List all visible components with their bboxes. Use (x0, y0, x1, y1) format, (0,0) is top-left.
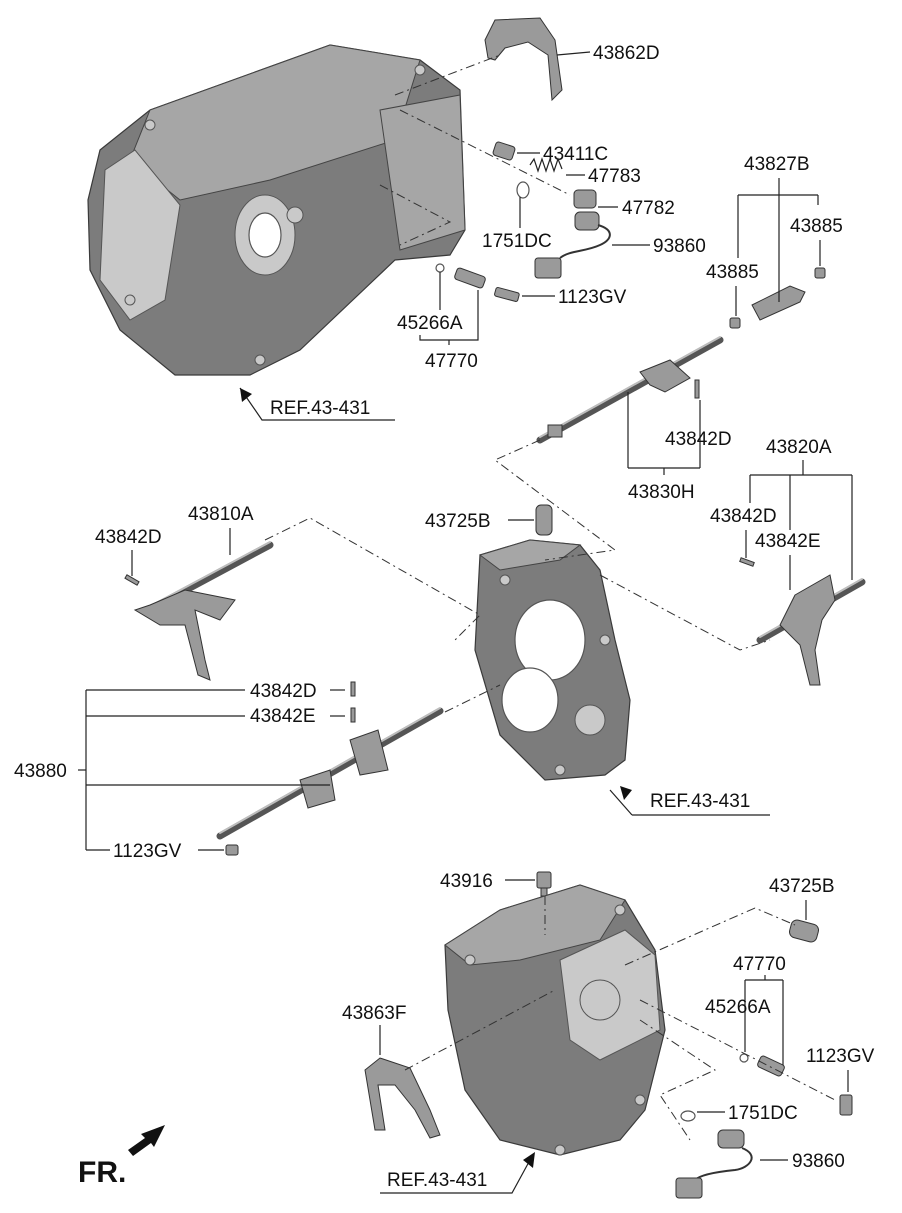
label-43820A: 43820A (766, 437, 832, 458)
label-43862D: 43862D (593, 43, 660, 64)
pin-43842D-mid[interactable] (694, 379, 700, 399)
front-direction-label: FR. (78, 1156, 126, 1189)
shift-fork-43820A[interactable] (756, 574, 866, 686)
label-93860-bot: 93860 (792, 1151, 845, 1172)
rear-case[interactable] (444, 884, 666, 1156)
label-43842D-lower: 43842D (250, 681, 317, 702)
pin-43842D-right[interactable] (739, 557, 755, 567)
label-45266A-bot: 45266A (705, 997, 771, 1018)
label-43842D-right: 43842D (710, 506, 777, 527)
plug-43725B-bot[interactable] (788, 919, 820, 944)
label-1123GV-top: 1123GV (558, 287, 627, 308)
plug-43411C[interactable] (492, 141, 516, 161)
label-47770-top: 47770 (425, 351, 478, 372)
label-43810A: 43810A (188, 504, 254, 525)
label-1751DC-bot: 1751DC (728, 1103, 798, 1124)
label-43842E-right: 43842E (755, 531, 821, 552)
pin-43842D-left[interactable] (124, 574, 140, 586)
shift-fork-43810A[interactable] (133, 541, 274, 681)
ref-43-431-mid: REF.43-431 (650, 791, 750, 812)
label-43725B-bot: 43725B (769, 876, 835, 897)
label-1123GV-left: 1123GV (113, 841, 182, 862)
label-43842D-left: 43842D (95, 527, 162, 548)
label-47782: 47782 (622, 198, 675, 219)
bolt-43916[interactable] (536, 871, 552, 897)
label-43863F: 43863F (342, 1003, 406, 1024)
plug-43725B-mid[interactable] (535, 504, 553, 536)
pin-43842D-lower[interactable] (350, 681, 356, 697)
label-43885-b: 43885 (706, 262, 759, 283)
label-43916: 43916 (440, 871, 493, 892)
label-47770-bot: 47770 (733, 954, 786, 975)
front-arrow-icon (128, 1125, 165, 1156)
shift-lug-43827B[interactable] (729, 267, 826, 329)
clutch-housing[interactable] (87, 44, 466, 376)
label-1751DC-top: 1751DC (482, 231, 552, 252)
spring-47783[interactable] (529, 157, 563, 173)
switch-47770-bot[interactable] (739, 1053, 785, 1077)
switch-47770-top[interactable] (435, 263, 486, 289)
shift-rail-43830H[interactable] (536, 336, 724, 444)
pin-43842E-lower[interactable] (350, 707, 356, 723)
label-93860-top: 93860 (653, 236, 706, 257)
shift-fork-43862D[interactable] (484, 17, 563, 102)
ref-43-431-bot: REF.43-431 (387, 1170, 487, 1191)
sensor-93860-bot[interactable] (675, 1129, 753, 1199)
label-45266A-top: 45266A (397, 313, 463, 334)
label-43830H: 43830H (628, 482, 695, 503)
plug-47782[interactable] (573, 189, 597, 209)
sensor-93860-top[interactable] (534, 211, 611, 279)
shift-fork-43863F[interactable] (364, 1057, 441, 1139)
label-43842D-mid: 43842D (665, 429, 732, 450)
label-43411C: 43411C (543, 144, 608, 165)
label-43842E-lower: 43842E (250, 706, 316, 727)
label-43885-a: 43885 (790, 216, 843, 237)
label-43827B: 43827B (744, 154, 810, 175)
label-47783: 47783 (588, 166, 641, 187)
label-43725B-mid: 43725B (425, 511, 491, 532)
o-ring-1751DC-top[interactable] (516, 181, 530, 199)
intermediate-plate[interactable] (474, 539, 631, 781)
shift-rail-43880[interactable] (216, 707, 444, 856)
bolt-1123GV-bot[interactable] (839, 1094, 853, 1116)
o-ring-1751DC-bot[interactable] (680, 1110, 696, 1122)
ref-43-431-top: REF.43-431 (270, 398, 370, 419)
label-43880: 43880 (14, 761, 67, 782)
label-1123GV-bot: 1123GV (806, 1046, 875, 1067)
bolt-1123GV-top[interactable] (494, 286, 520, 302)
